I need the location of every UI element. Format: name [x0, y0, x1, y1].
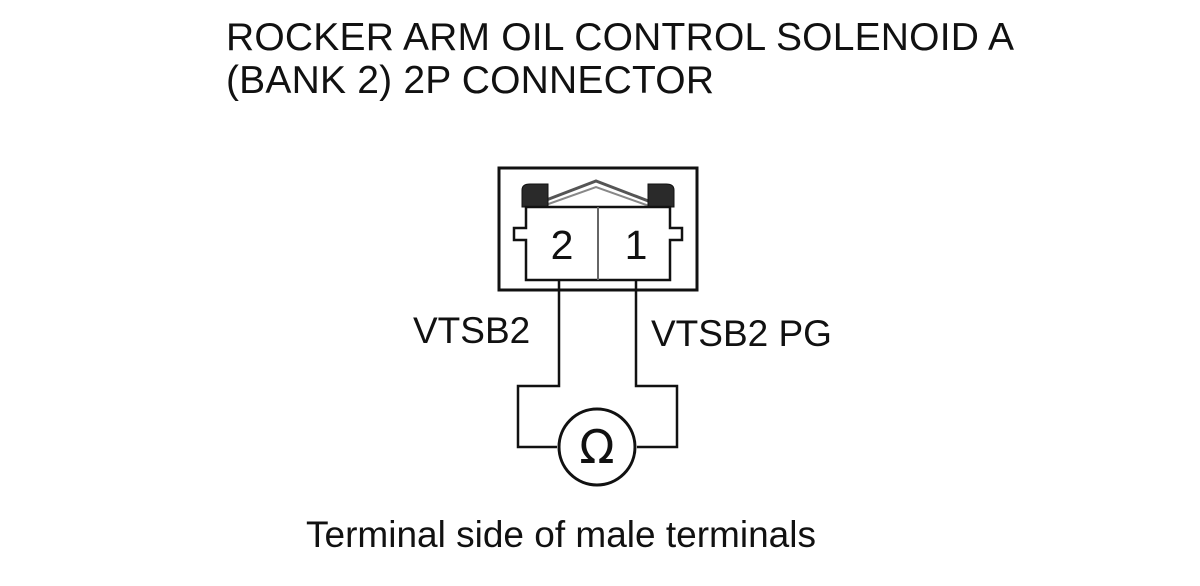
- pin-1-number: 1: [625, 222, 648, 268]
- diagram-caption: Terminal side of male terminals: [306, 514, 816, 555]
- connector-latch-left: [521, 183, 549, 208]
- diagram-title-line-2: (BANK 2) 2P CONNECTOR: [226, 59, 715, 102]
- wire-label-vtsb2: VTSB2: [413, 310, 531, 351]
- pin-2-number: 2: [551, 222, 574, 268]
- wire-vtsb2-pg: [634, 280, 679, 449]
- diagram-title-line-1: ROCKER ARM OIL CONTROL SOLENOID A: [226, 16, 1015, 59]
- connector-lock-tab-inner: [539, 185, 653, 208]
- ohmmeter-icon: Ω: [557, 407, 637, 487]
- connector-lock-tab: [527, 179, 665, 209]
- diagram-title: ROCKER ARM OIL CONTROL SOLENOID A (BANK …: [226, 16, 1014, 102]
- ohm-symbol: Ω: [579, 420, 614, 474]
- connector-latch-right: [647, 183, 675, 208]
- ohmmeter-circle: [557, 407, 637, 487]
- wire-label-vtsb2-pg: VTSB2 PG: [651, 313, 832, 354]
- wire-vtsb2: [516, 280, 561, 449]
